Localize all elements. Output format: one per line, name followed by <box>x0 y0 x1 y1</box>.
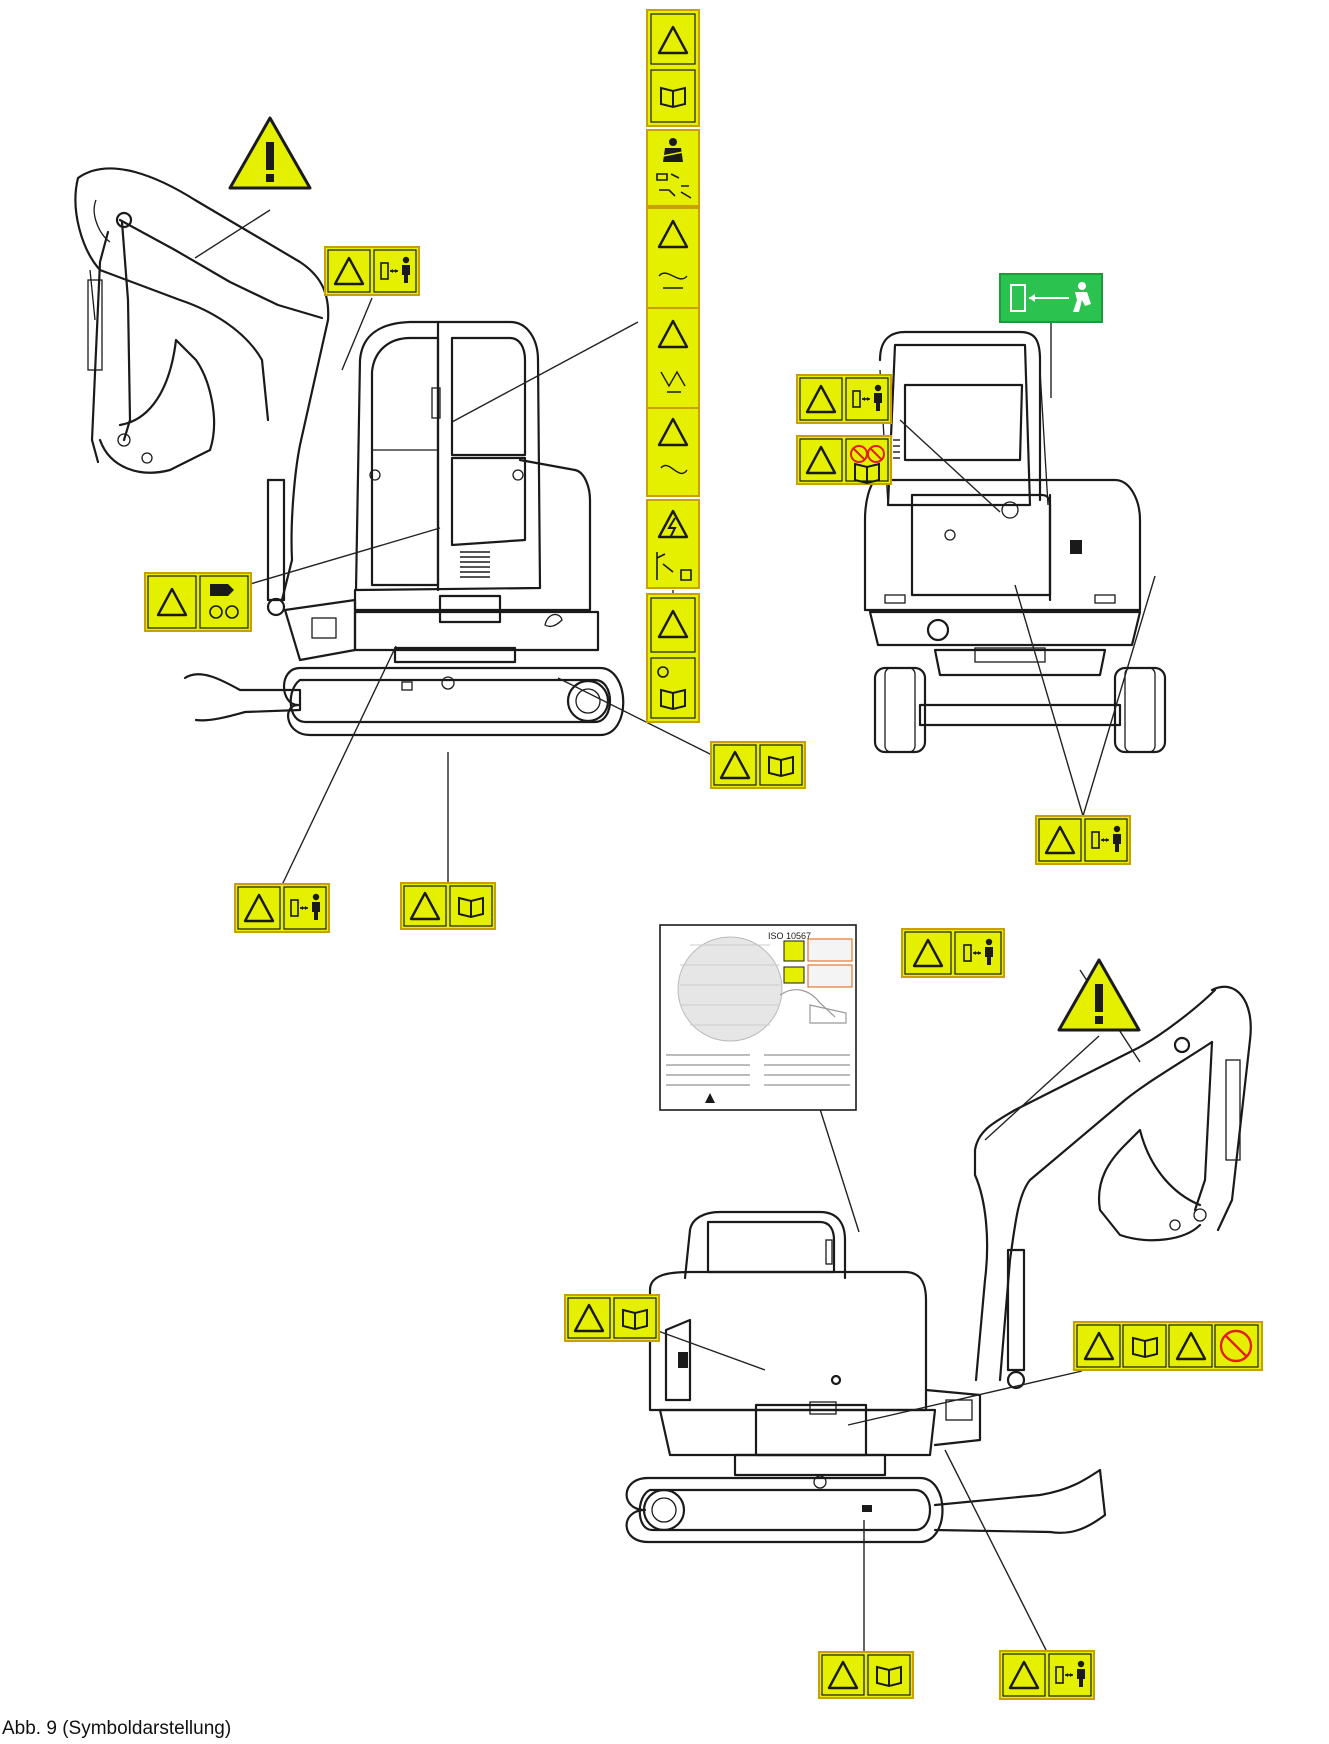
strip-panel-hazard-1 <box>646 207 700 309</box>
decal-keep-distance-rear-top <box>796 374 892 424</box>
load-chart-title: ISO 10567 <box>768 931 811 941</box>
load-chart-decal: ISO 10567 <box>659 924 857 1111</box>
decal-general-warning-bottom <box>1057 958 1141 1032</box>
decal-read-manual-frame <box>710 741 806 789</box>
strip-panel-crush <box>646 593 700 723</box>
decal-no-access-rear <box>796 435 892 485</box>
figure-note: (Symboldarstellung) <box>62 1718 232 1739</box>
no-access-icon <box>1219 1329 1253 1363</box>
decal-read-manual-track-right <box>818 1651 914 1699</box>
decal-hydraulic-pressure <box>144 572 252 632</box>
decal-battery-hazard <box>1073 1321 1263 1371</box>
seat-belt-icon <box>662 138 684 162</box>
emergency-exit-icon <box>1073 282 1091 312</box>
strip-panel-manual <box>646 9 700 127</box>
excavator-side-view-right <box>625 985 1252 1544</box>
strip-panel-seatbelt <box>646 129 700 207</box>
strip-panel-electric <box>646 499 700 589</box>
decal-strip-vertical <box>646 9 700 723</box>
figure-caption: Abb. 9 (Symboldarstellung) <box>2 1718 231 1740</box>
figure-label: Abb. 9 <box>2 1718 57 1739</box>
decal-general-warning-top <box>228 116 312 190</box>
excavator-rear-view <box>863 330 1167 754</box>
decal-read-manual-track <box>400 882 496 930</box>
excavator-side-view-left <box>74 167 625 737</box>
pointer-lines <box>194 209 1156 1653</box>
no-access-icon <box>850 445 885 484</box>
decal-keep-distance-boom <box>324 246 420 296</box>
strip-panel-hazard-3 <box>646 407 700 497</box>
electrical-hazard-icon <box>657 509 689 539</box>
decal-explosion-hazard <box>564 1294 660 1342</box>
decal-emergency-exit <box>999 273 1103 323</box>
decal-keep-distance-track-right <box>999 1650 1095 1700</box>
decal-keep-distance-rear-bottom <box>1035 815 1131 865</box>
strip-panel-hazard-2 <box>646 307 700 409</box>
decal-keep-distance-track <box>234 883 330 933</box>
decal-keep-distance-boom-right <box>901 928 1005 978</box>
